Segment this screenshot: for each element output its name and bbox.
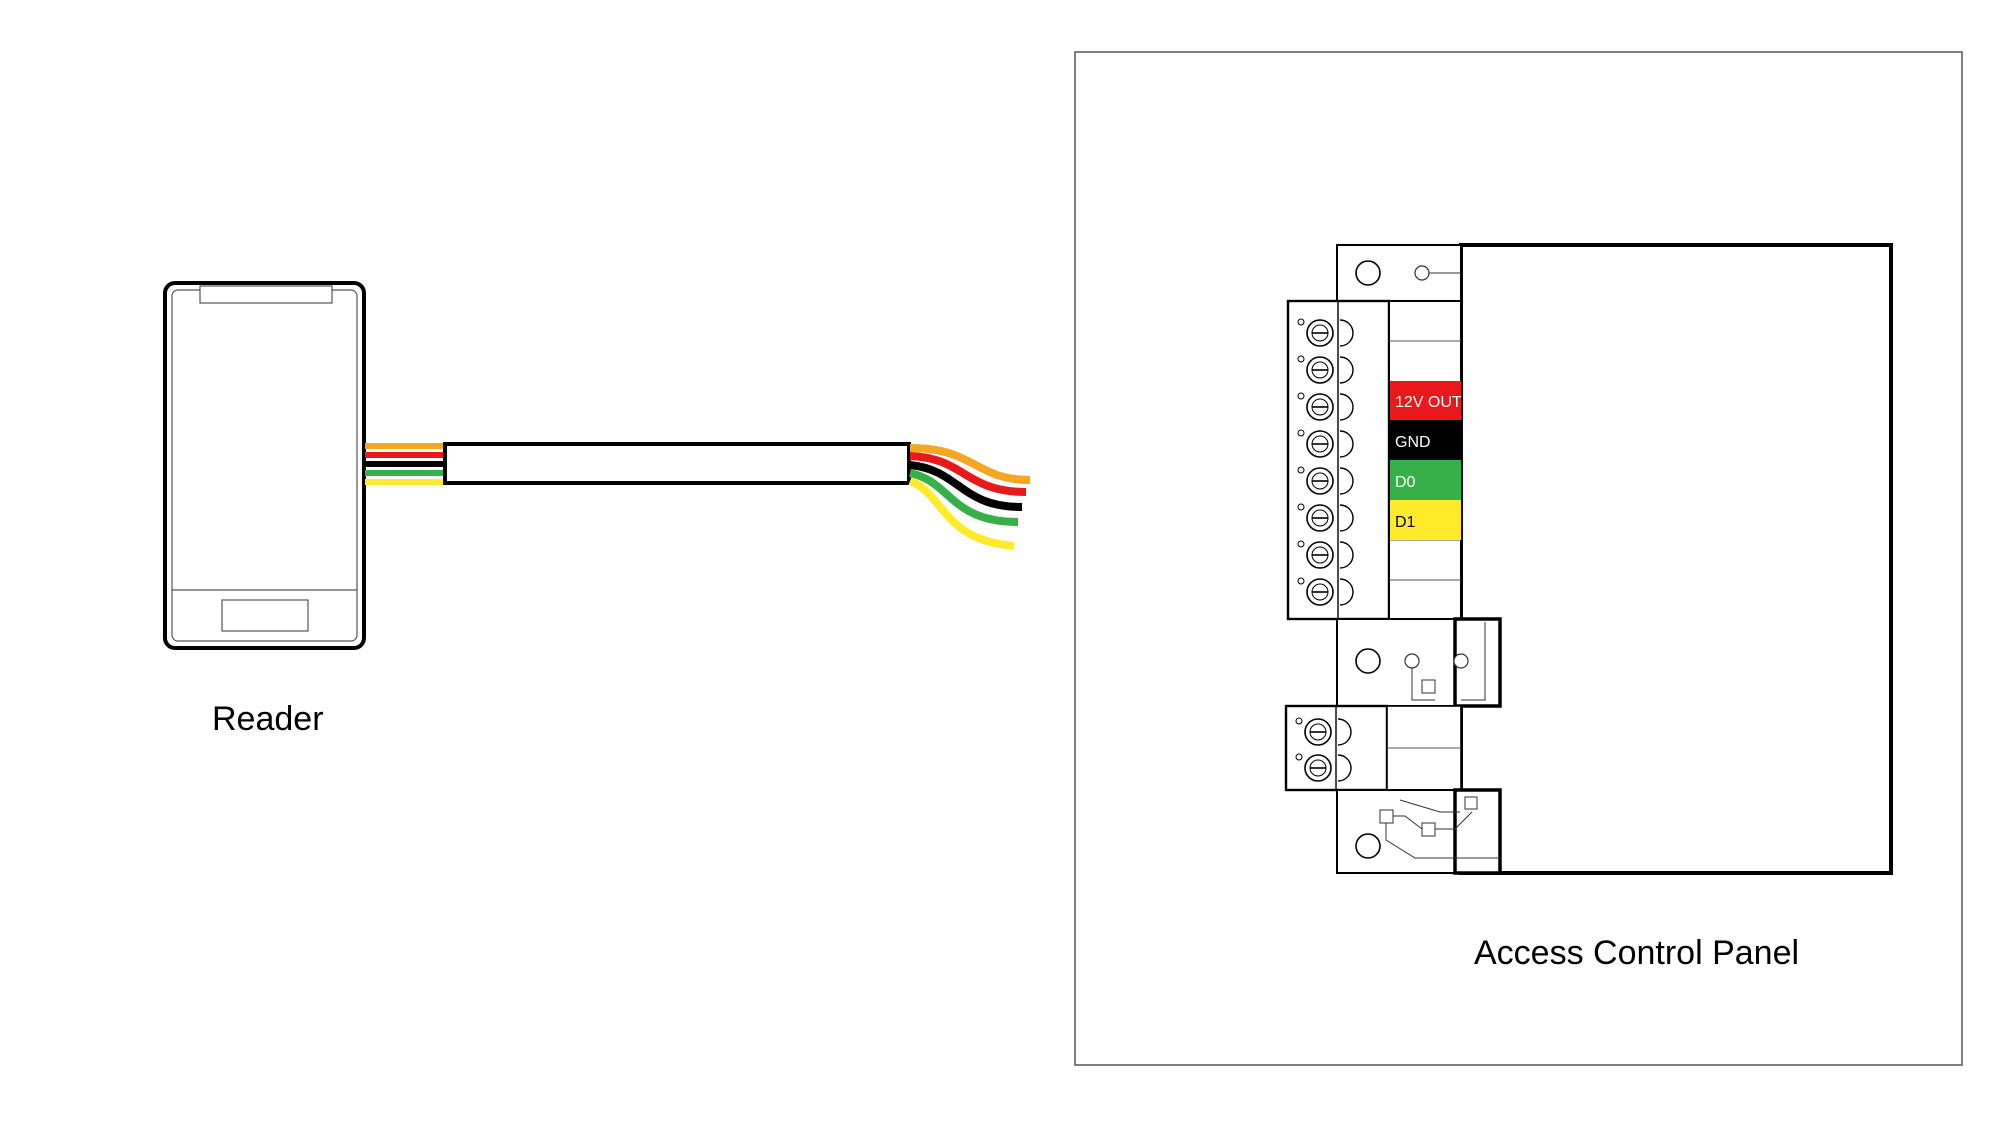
wire-green-end: [909, 469, 1019, 526]
terminal-gnd-fill: [1390, 420, 1461, 460]
wire-red-end: [909, 452, 1027, 496]
mount-hole-middle: [1355, 648, 1381, 674]
panel-top-tab: [1336, 244, 1462, 302]
cable-sheath: [443, 442, 911, 485]
terminal-block-small: [1284, 704, 1462, 792]
terminal-12v-out-fill: [1390, 381, 1461, 420]
terminal-block-main: [1286, 299, 1391, 621]
panel-bottom-tab: [1336, 788, 1502, 875]
mount-hole-top: [1355, 260, 1381, 286]
panel-board: [1459, 243, 1893, 875]
terminal-d0-fill: [1390, 460, 1461, 500]
wire-orange-end: [909, 444, 1031, 484]
wire-yellow-end: [908, 477, 1015, 550]
reader-top-slot: [199, 285, 333, 304]
terminal-labels: 12V OUT GND D0 D1: [1390, 381, 1462, 540]
terminal-12v-out-label: 12V OUT: [1395, 394, 1462, 411]
panel-frame: [1074, 51, 1963, 1066]
reader-bottom-window: [221, 599, 309, 632]
mount-hole-bottom: [1355, 833, 1381, 859]
cable-wire-ends: [908, 444, 1031, 550]
terminal-d1-fill: [1390, 500, 1461, 540]
reader-device: [163, 281, 366, 650]
wire-black-end: [909, 461, 1023, 511]
reader-label: Reader: [212, 700, 324, 738]
panel-middle-tab: [1336, 617, 1502, 708]
terminal-gnd-label: GND: [1395, 434, 1431, 451]
panel-label: Access Control Panel: [1474, 934, 1800, 972]
terminal-d0-label: D0: [1395, 474, 1416, 491]
terminal-d1-label: D1: [1395, 514, 1416, 531]
